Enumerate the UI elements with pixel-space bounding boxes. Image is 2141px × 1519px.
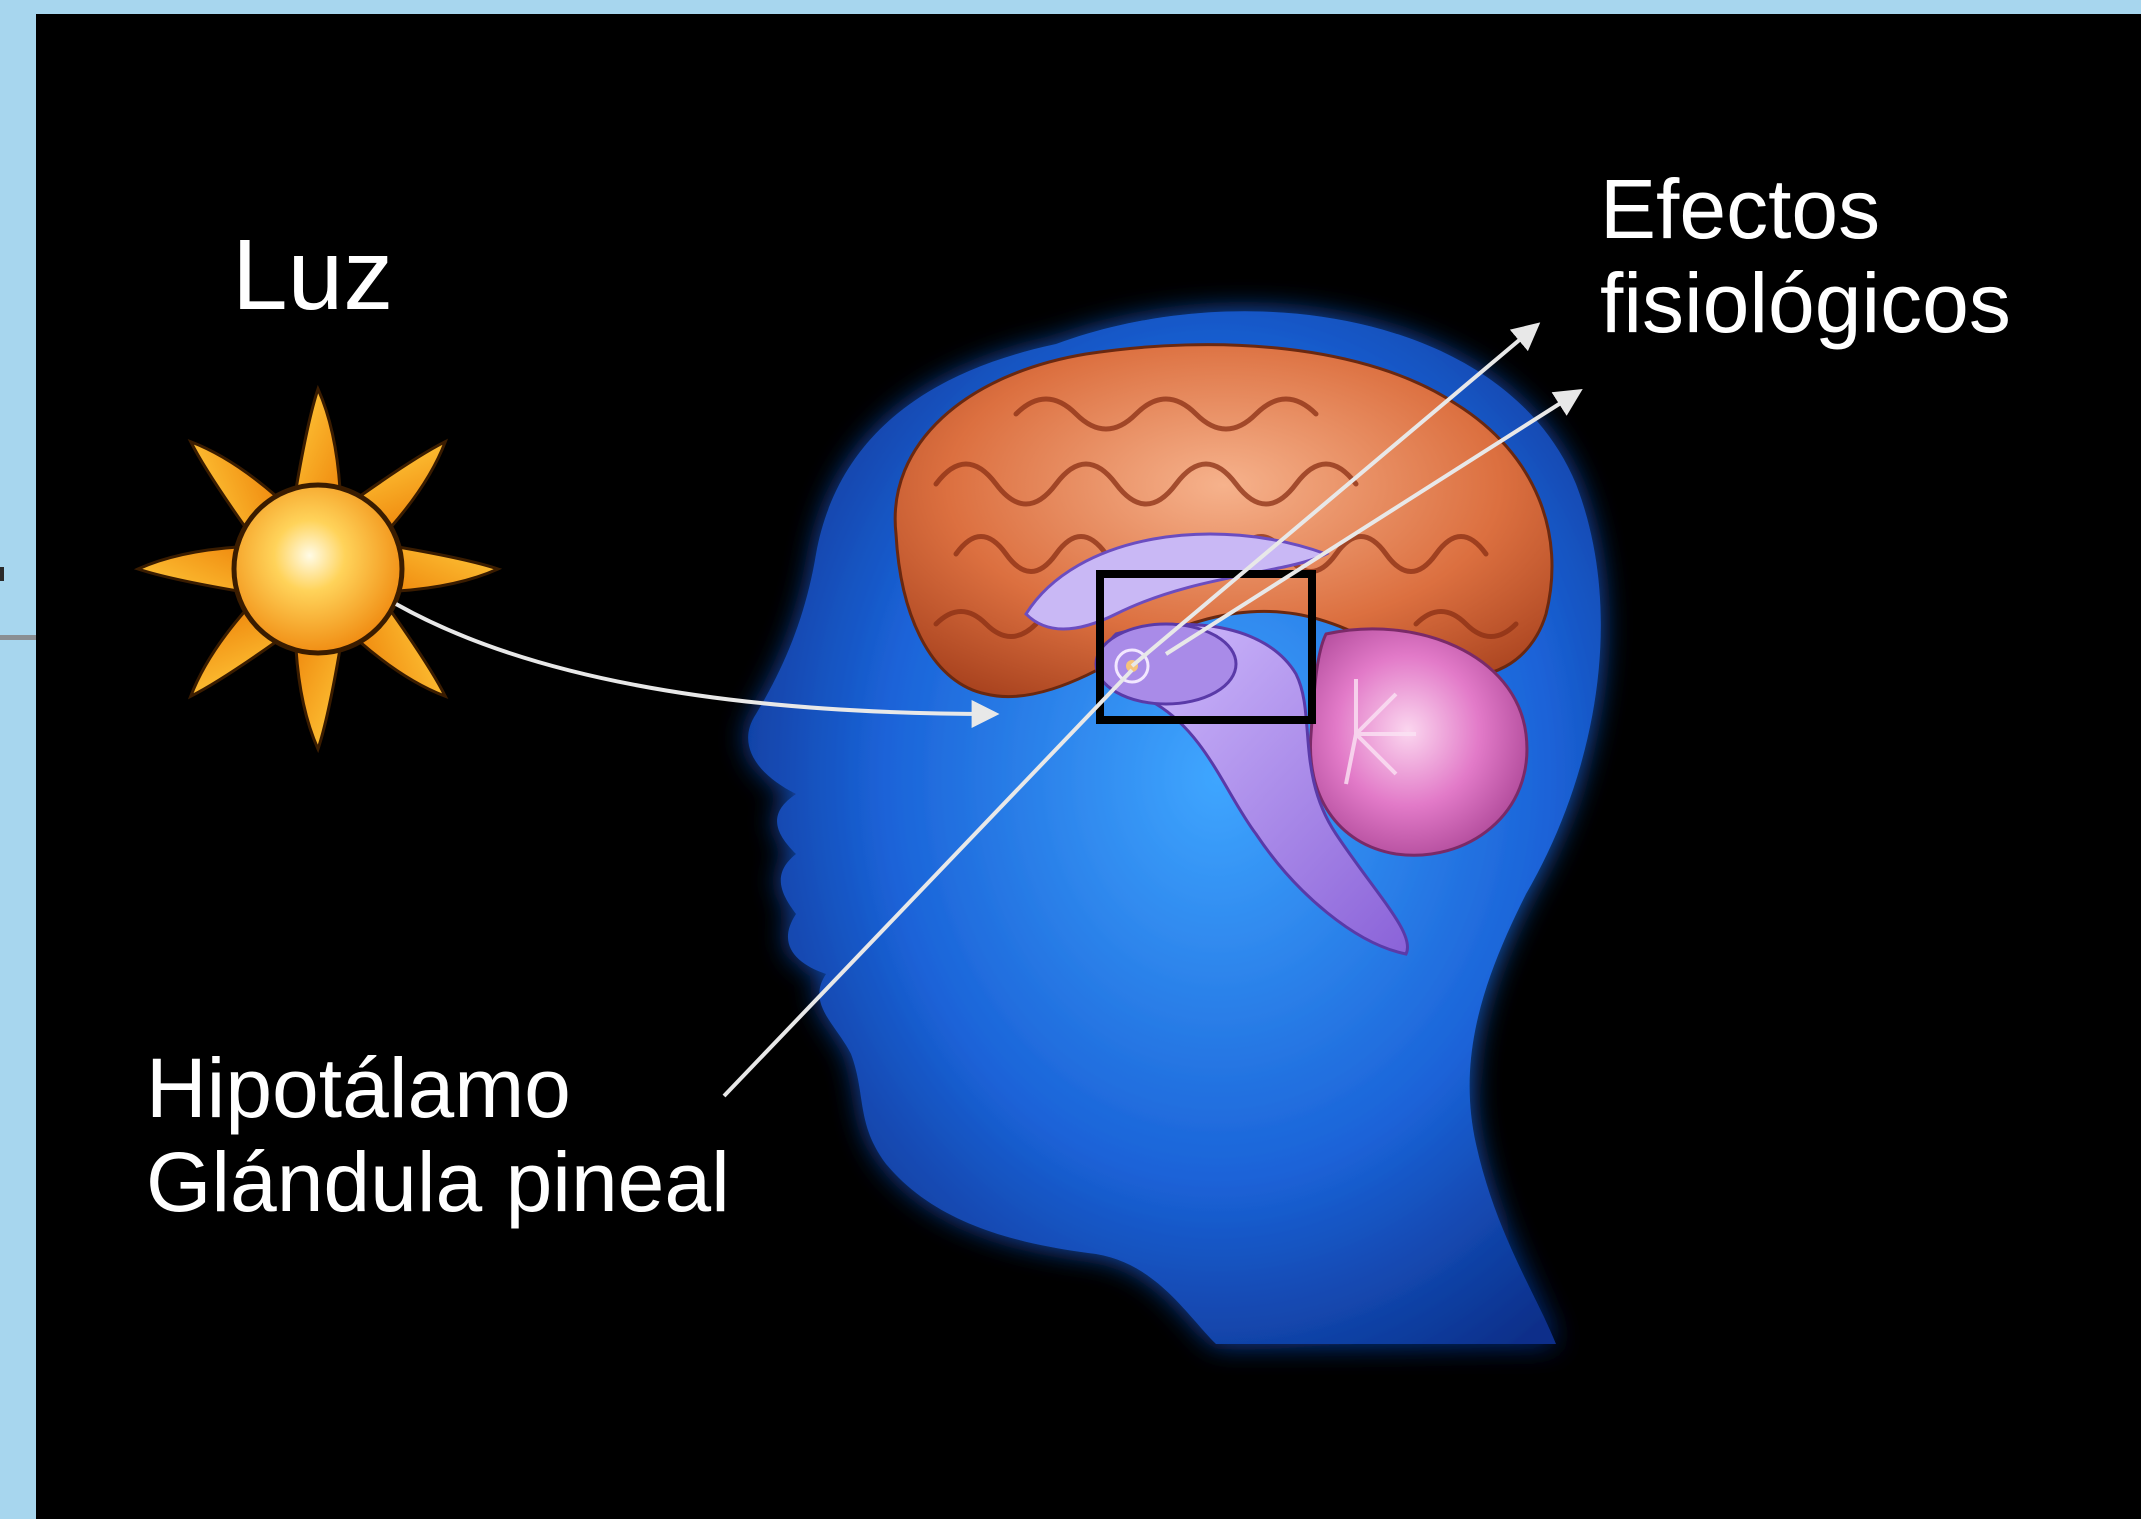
- effects-label-line1: Efectos: [1600, 162, 2011, 256]
- effects-label: Efectos fisiológicos: [1600, 162, 2011, 350]
- light-label: Luz: [232, 219, 393, 331]
- frame-divider: [0, 635, 40, 640]
- pineal-gland-label: Glándula pineal: [146, 1135, 730, 1229]
- diagram-panel: Luz Efectos fisiológicos Hipotálamo Glán…: [36, 14, 2141, 1519]
- effects-label-line2: fisiológicos: [1600, 256, 2011, 350]
- hypothalamus-label: Hipotálamo: [146, 1041, 730, 1135]
- frame-tick: [0, 567, 4, 581]
- hypothalamus-pineal-label: Hipotálamo Glándula pineal: [146, 1041, 730, 1229]
- sun-icon: [138, 389, 498, 749]
